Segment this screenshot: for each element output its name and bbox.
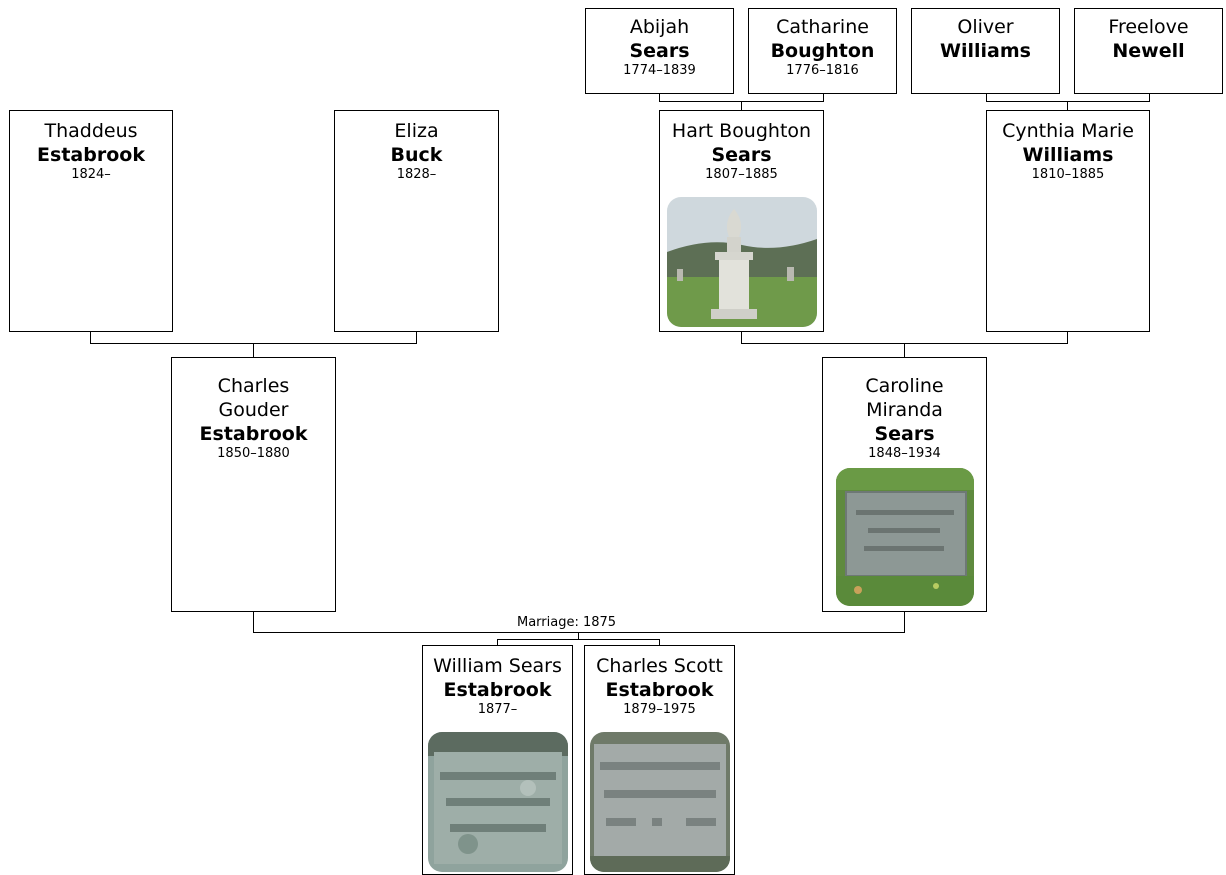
surname: Newell xyxy=(1112,40,1185,62)
given-name: Thaddeus xyxy=(44,120,138,142)
person-card-oliver-williams[interactable]: Oliver Williams xyxy=(911,8,1060,94)
connector-line xyxy=(416,331,417,343)
person-card-william-sears-estabrook[interactable]: William Sears Estabrook 1877– xyxy=(422,645,573,875)
life-dates: 1774–1839 xyxy=(623,63,696,78)
life-dates: 1828– xyxy=(396,167,437,182)
connector-line xyxy=(741,101,742,110)
connector-line xyxy=(1067,331,1068,343)
life-dates: 1850–1880 xyxy=(217,446,290,461)
life-dates: 1807–1885 xyxy=(705,167,778,182)
surname: Williams xyxy=(1022,144,1114,166)
person-card-eliza-buck[interactable]: Eliza Buck 1828– xyxy=(334,110,499,332)
surname: Estabrook xyxy=(37,144,145,166)
gravestone-photo[interactable] xyxy=(835,468,974,606)
person-card-hart-boughton-sears[interactable]: Hart Boughton Sears 1807–1885 xyxy=(659,110,824,332)
surname: Sears xyxy=(629,40,690,62)
given-name: Caroline Miranda xyxy=(865,375,944,421)
connector-line xyxy=(659,93,660,101)
surname: Estabrook xyxy=(443,679,552,701)
connector-line xyxy=(253,611,254,632)
surname: Boughton xyxy=(770,40,875,62)
connector-line xyxy=(986,101,1150,102)
gravestone-image xyxy=(589,732,730,872)
gravestone-photo[interactable] xyxy=(666,197,817,327)
person-card-thaddeus-estabrook[interactable]: Thaddeus Estabrook 1824– xyxy=(9,110,173,332)
given-name: Catharine xyxy=(776,16,869,38)
person-card-freelove-newell[interactable]: Freelove Newell xyxy=(1074,8,1223,94)
given-name: William Sears xyxy=(433,655,562,677)
connector-line xyxy=(497,639,660,640)
person-card-catharine-boughton[interactable]: Catharine Boughton 1776–1816 xyxy=(748,8,897,94)
connector-line xyxy=(578,632,579,639)
connector-line xyxy=(497,639,498,645)
given-name: Oliver xyxy=(957,16,1014,38)
surname: Williams xyxy=(940,40,1031,62)
given-name: Eliza xyxy=(394,120,439,142)
connector-line xyxy=(986,93,987,101)
surname: Sears xyxy=(711,144,772,166)
given-name: Charles Scott xyxy=(596,655,723,677)
life-dates: 1824– xyxy=(71,167,111,182)
gravestone-image xyxy=(427,732,568,872)
given-name: Freelove xyxy=(1108,16,1189,38)
given-name: Abijah xyxy=(629,16,690,38)
surname: Sears xyxy=(874,423,935,445)
gravestone-photo[interactable] xyxy=(589,732,730,872)
given-name: Hart Boughton xyxy=(671,120,812,142)
surname: Estabrook xyxy=(605,679,714,701)
life-dates: 1810–1885 xyxy=(1031,167,1105,182)
marriage-label: Marriage: 1875 xyxy=(517,615,617,630)
gravestone-image xyxy=(835,468,974,606)
person-card-charles-scott-estabrook[interactable]: Charles Scott Estabrook 1879–1975 xyxy=(584,645,735,875)
person-card-cynthia-marie-williams[interactable]: Cynthia Marie Williams 1810–1885 xyxy=(986,110,1150,332)
given-name: Charles Gouder xyxy=(217,375,290,421)
life-dates: 1776–1816 xyxy=(786,63,859,78)
gravestone-photo[interactable] xyxy=(427,732,568,872)
connector-line xyxy=(90,331,91,343)
connector-line xyxy=(904,611,905,632)
connector-line xyxy=(253,343,254,357)
connector-line xyxy=(904,343,905,357)
surname: Estabrook xyxy=(199,423,308,445)
marriage-line xyxy=(253,632,905,633)
person-card-abijah-sears[interactable]: Abijah Sears 1774–1839 xyxy=(585,8,734,94)
surname: Buck xyxy=(390,144,443,166)
given-name: Cynthia Marie xyxy=(1002,120,1134,142)
person-card-charles-gouder-estabrook[interactable]: Charles Gouder Estabrook 1850–1880 xyxy=(171,357,336,612)
connector-line xyxy=(1149,93,1150,101)
life-dates: 1877– xyxy=(477,702,518,717)
connector-line xyxy=(741,331,742,343)
life-dates: 1848–1934 xyxy=(868,446,941,461)
life-dates: 1879–1975 xyxy=(623,702,696,717)
connector-line xyxy=(823,93,824,101)
connector-line xyxy=(659,639,660,645)
monument-image xyxy=(666,197,817,327)
person-card-caroline-miranda-sears[interactable]: Caroline Miranda Sears 1848–1934 xyxy=(822,357,987,612)
connector-line xyxy=(1067,101,1068,110)
